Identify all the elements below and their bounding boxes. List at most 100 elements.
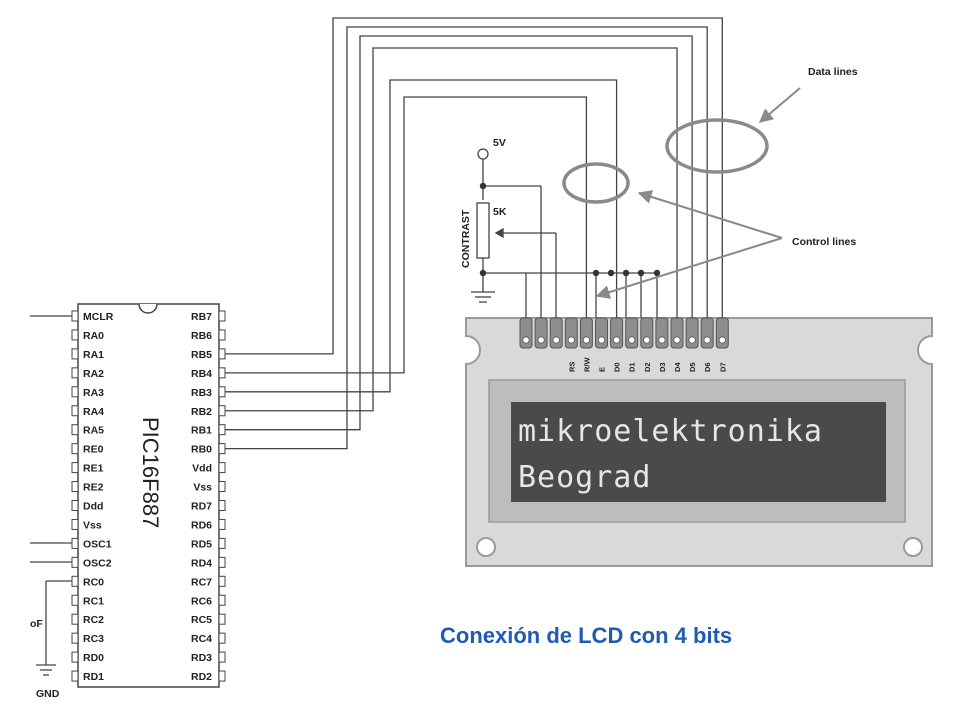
left-connections xyxy=(30,315,72,676)
lcd-pin-label: D4 xyxy=(673,362,682,372)
lcd-pin-hole xyxy=(552,336,560,344)
chip-pin-label-right: RB2 xyxy=(191,406,212,418)
chip-pin-label-right: RC6 xyxy=(191,595,212,607)
lcd-pin-label: D5 xyxy=(688,362,697,372)
lcd-pin-label: D6 xyxy=(703,362,712,372)
chip-pin-label-left: RA5 xyxy=(83,425,104,437)
chip-pin-left xyxy=(71,594,79,606)
chip-pin-label-right: RD4 xyxy=(191,557,212,569)
chip-pin-right xyxy=(218,556,226,568)
chip-pin-label-left: RA3 xyxy=(83,387,104,399)
chip-pin-label-left: RA1 xyxy=(83,349,104,361)
chip-pin-left xyxy=(71,310,79,322)
junction-dots xyxy=(479,182,661,277)
pot-name-label: CONTRAST xyxy=(460,209,472,268)
chip-pin-label-left: RC1 xyxy=(83,595,104,607)
chip-pin-left xyxy=(71,386,79,398)
chip-pin-label-left: Ddd xyxy=(83,501,103,513)
wire xyxy=(225,79,618,393)
chip-pin-label-left: RE2 xyxy=(83,482,104,494)
mount-hole-br xyxy=(903,537,923,557)
chip-pin-label-left: RD0 xyxy=(83,652,104,664)
chip-pin-left xyxy=(71,518,79,530)
chip-pin-label-right: RD2 xyxy=(191,671,212,683)
chip-pin-right xyxy=(218,537,226,549)
chip-pin-left xyxy=(71,462,79,474)
chip-pin-label-right: RB1 xyxy=(191,425,212,437)
chip-pin-right xyxy=(218,575,226,587)
chip-pin-label-left: RE1 xyxy=(83,463,104,475)
lcd-pin-hole xyxy=(703,336,711,344)
chip-pin-label-right: RC4 xyxy=(191,633,212,645)
chip-pin-right xyxy=(218,613,226,625)
data-lines-arrow xyxy=(758,87,801,123)
chip-pin-right xyxy=(218,405,226,417)
chip-pin-label-right: RB4 xyxy=(191,368,212,380)
lcd-line-1: mikroelektronika xyxy=(518,414,823,449)
lcd-pin-hole xyxy=(567,336,575,344)
chip-pin-left xyxy=(71,651,79,663)
chip-pin-right xyxy=(218,367,226,379)
chip-pin-left xyxy=(71,575,79,587)
control-lines-arrow-1 xyxy=(637,190,783,239)
chip-pin-label-left: RA4 xyxy=(83,406,104,418)
chip-pin-label-left: Vss xyxy=(83,519,102,531)
chip-pin-label-left: OSC1 xyxy=(83,538,112,550)
chip-pin-label-right: RB6 xyxy=(191,330,212,342)
chip-pin-label-right: RD5 xyxy=(191,538,212,550)
contrast-circuit xyxy=(471,148,658,318)
chip-pin-label-right: Vdd xyxy=(192,463,212,475)
chip-pin-label-left: RD1 xyxy=(83,671,104,683)
chip-pin-label-right: Vss xyxy=(193,482,212,494)
chip-notch xyxy=(138,303,158,314)
chip-pin-label-left: MCLR xyxy=(83,311,114,323)
lcd-pin-hole xyxy=(582,336,591,344)
chip-pin-label-left: RA0 xyxy=(83,330,104,342)
wire xyxy=(225,35,693,431)
lcd-screen xyxy=(511,402,886,502)
chip-pins: MCLRRA0RA1RA2RA3RA4RA5RE0RE1RE2DddVssOSC… xyxy=(71,310,226,683)
potentiometer xyxy=(476,202,490,259)
lcd-pin-label: D2 xyxy=(643,362,652,372)
data-lines-highlight xyxy=(665,118,769,174)
chip-pin-left xyxy=(71,556,79,568)
annotations: Data lines Control lines xyxy=(562,66,858,299)
gnd-label: GND xyxy=(36,688,60,700)
lcd-pin-label: D1 xyxy=(628,362,637,372)
chip-pin-label-right: RD7 xyxy=(191,501,212,513)
chip-pin-left xyxy=(71,670,79,682)
lcd-line-2: Beograd xyxy=(518,460,651,495)
lcd-pin-hole xyxy=(643,336,651,344)
control-lines-arrow-2 xyxy=(595,237,783,299)
lcd-pin-hole xyxy=(718,336,726,344)
chip-pin-right xyxy=(218,443,226,455)
chip-pin-label-right: RB3 xyxy=(191,387,212,399)
chip-pin-label-right: RB5 xyxy=(191,349,212,361)
chip-pin-right xyxy=(218,594,226,606)
chip-pin-right xyxy=(218,329,226,341)
chip-name: PIC16F887 xyxy=(138,417,163,528)
chip-pin-label-left: RC0 xyxy=(83,576,104,588)
chip-pin-left xyxy=(71,500,79,511)
chip-pin-left xyxy=(71,424,79,436)
wires xyxy=(225,17,723,450)
wire xyxy=(225,17,723,355)
lcd-pin-label: E xyxy=(598,367,607,372)
chip-pin-left xyxy=(71,632,79,644)
pot-value-label: 5K xyxy=(493,206,507,218)
control-lines-highlight xyxy=(562,162,630,204)
lcd-pin-label: R/W xyxy=(582,357,591,373)
lcd-pin-hole xyxy=(597,336,606,344)
chip-pin-right xyxy=(218,386,226,398)
chip-body xyxy=(77,303,220,688)
lcd-pin-hole xyxy=(537,336,545,344)
capacitor-fragment-label: oF xyxy=(30,618,43,630)
chip-pin-label-right: RC7 xyxy=(191,576,212,588)
chip-pin-label-right: RD3 xyxy=(191,652,212,664)
chip-pin-left xyxy=(71,613,79,625)
chip-pin-right xyxy=(218,348,226,360)
supply-label: 5V xyxy=(493,137,506,149)
diagram-caption: Conexión de LCD con 4 bits xyxy=(440,623,732,648)
lcd-pin-label: RS xyxy=(567,362,576,372)
